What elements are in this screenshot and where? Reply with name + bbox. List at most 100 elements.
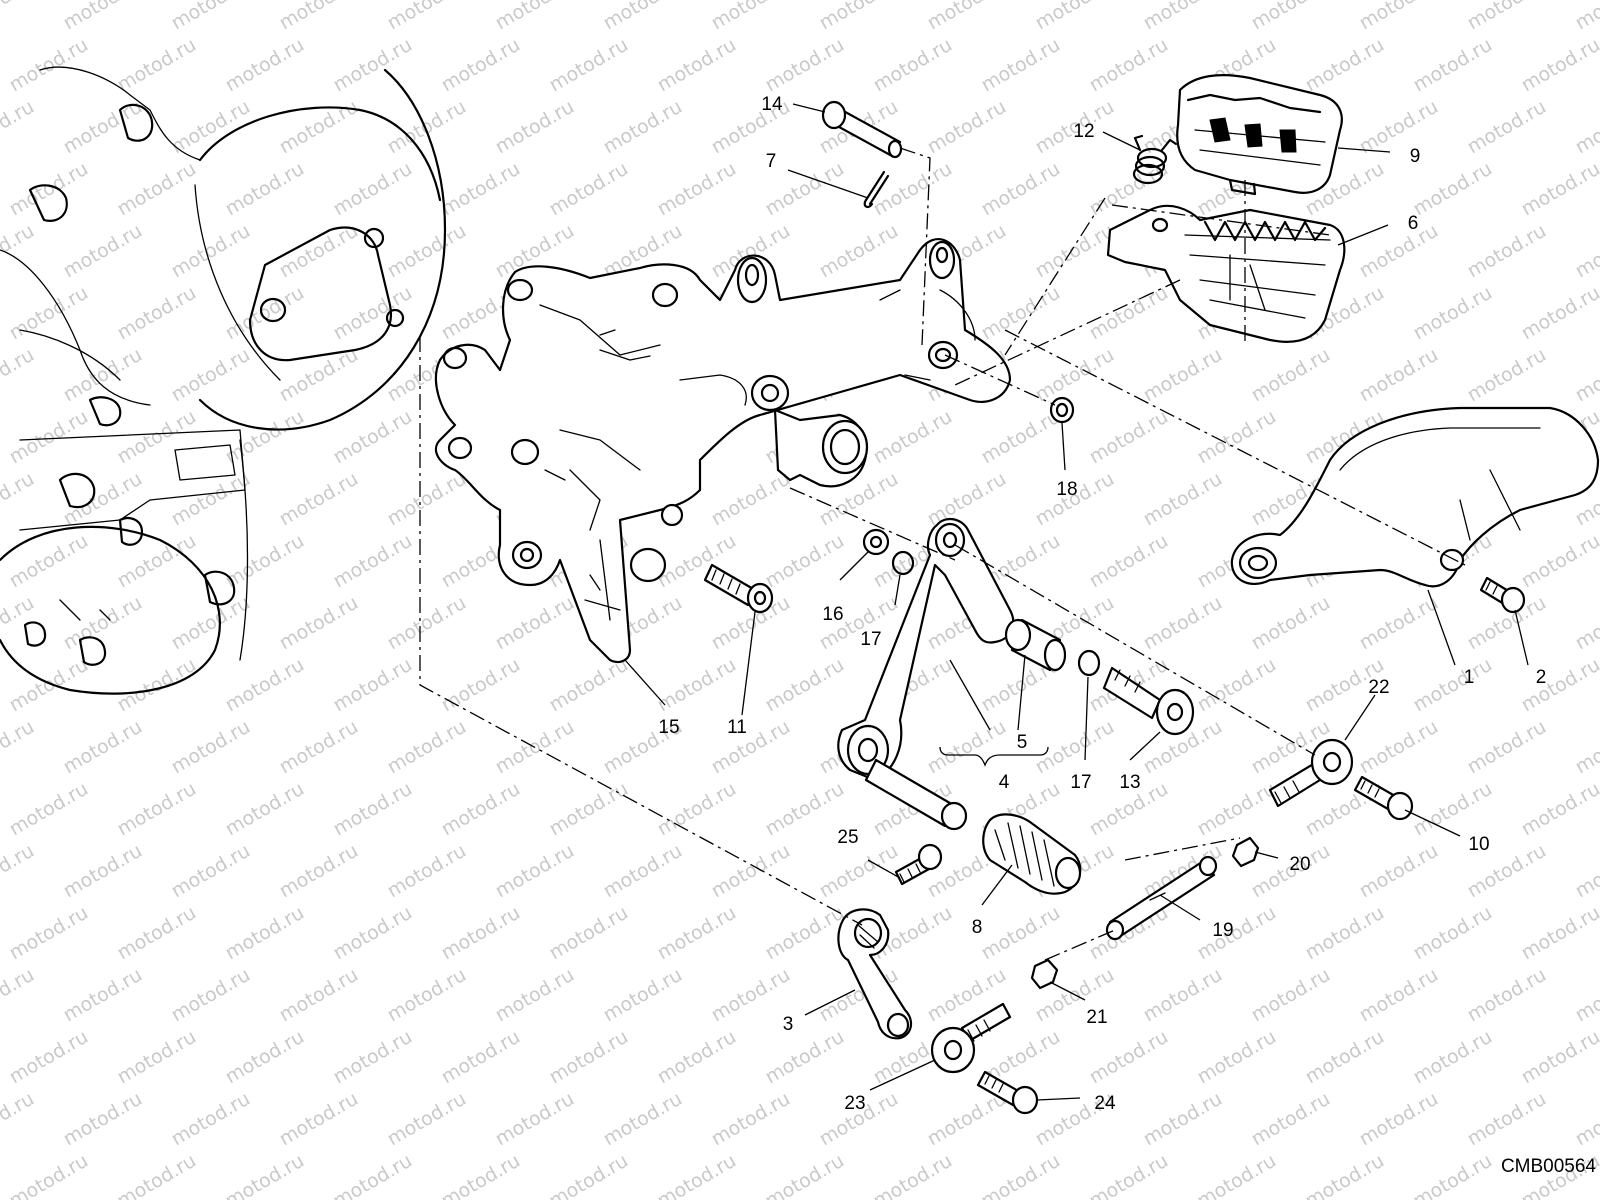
- callout-17-upper: 17: [860, 629, 881, 650]
- watermark-text: motod.ru: [1518, 282, 1600, 345]
- callout-labels: 1 2 3 4 5 6 7 8 9 10 11 12 13 14 15 16 1…: [658, 94, 1546, 1114]
- callout-24: 24: [1094, 1093, 1116, 1114]
- watermark-text: motod.ru: [1518, 1026, 1600, 1089]
- nut-20: [1231, 836, 1260, 868]
- watermark-text: motod.ru: [0, 468, 38, 531]
- watermark-text: motod.ru: [168, 964, 254, 1027]
- watermark-text: motod.ru: [60, 1088, 146, 1151]
- callout-18: 18: [1056, 479, 1077, 500]
- watermark-text: motod.ru: [0, 716, 38, 779]
- callout-13: 13: [1119, 772, 1140, 793]
- pivot-pin: [821, 100, 903, 159]
- watermark-text: motod.ru: [600, 964, 686, 1027]
- watermark-text: motod.ru: [438, 654, 524, 717]
- watermark-text: motod.ru: [1572, 840, 1600, 903]
- bush: [1004, 618, 1067, 672]
- watermark-text: motod.ru: [708, 716, 794, 779]
- bolt-11: [703, 563, 774, 614]
- watermark-text: motod.ru: [114, 1150, 200, 1200]
- watermark-text: motod.ru: [978, 34, 1064, 97]
- watermark-text: motod.ru: [1518, 778, 1600, 841]
- watermark-text: motod.ru: [1356, 344, 1442, 407]
- watermark-text: motod.ru: [276, 964, 362, 1027]
- watermark-text: motod.ru: [1140, 0, 1226, 34]
- watermark-text: motod.ru: [1302, 1150, 1388, 1200]
- watermark-text: motod.ru: [708, 840, 794, 903]
- callout-20: 20: [1289, 854, 1310, 875]
- watermark-text: motod.ru: [708, 0, 794, 34]
- watermark-text: motod.ru: [276, 0, 362, 34]
- watermark-text: motod.ru: [6, 530, 92, 593]
- watermark-text: motod.ru: [6, 902, 92, 965]
- watermark-text: motod.ru: [1464, 220, 1550, 283]
- watermark-text: motod.ru: [60, 840, 146, 903]
- watermark-text: motod.ru: [1356, 0, 1442, 34]
- watermark-text: motod.ru: [654, 902, 740, 965]
- watermark-text: motod.ru: [1248, 1088, 1334, 1151]
- pedal-rubber: [982, 813, 1082, 895]
- watermark-text: motod.ru: [708, 1088, 794, 1151]
- watermark-text: motod.ru: [438, 902, 524, 965]
- watermark-text: motod.ru: [276, 716, 362, 779]
- watermark-text: motod.ru: [1140, 468, 1226, 531]
- watermark-text: motod.ru: [438, 34, 524, 97]
- watermark-text: motod.ru: [924, 0, 1010, 34]
- watermark-text: motod.ru: [762, 654, 848, 717]
- watermark-text: motod.ru: [60, 0, 146, 34]
- watermark-text: motod.ru: [816, 840, 902, 903]
- watermark-text: motod.ru: [384, 592, 470, 655]
- callout-12: 12: [1073, 121, 1094, 142]
- watermark-text: motod.ru: [1410, 34, 1496, 97]
- watermark-text: motod.ru: [1518, 530, 1600, 593]
- heel-guard: [1230, 406, 1600, 588]
- watermark-text: motod.ru: [816, 220, 902, 283]
- footpeg-bracket: [434, 238, 1012, 664]
- watermark-text: motod.ru: [1410, 654, 1496, 717]
- watermark-text: motod.ru: [1518, 34, 1600, 97]
- callout-17-lower: 17: [1070, 772, 1091, 793]
- watermark-text: motod.ru: [222, 1150, 308, 1200]
- watermark-text: motod.ru: [546, 1150, 632, 1200]
- watermark-text: motod.ru: [330, 902, 416, 965]
- watermark-text: motod.ru: [0, 840, 38, 903]
- callout-8: 8: [972, 917, 983, 938]
- watermark-text: motod.ru: [1410, 158, 1496, 221]
- watermark-text: motod.ru: [276, 840, 362, 903]
- watermark-text: motod.ru: [384, 0, 470, 34]
- callout-14: 14: [761, 94, 783, 115]
- rod-end-23: [930, 1002, 1012, 1074]
- watermark-text: motod.ru: [708, 964, 794, 1027]
- watermark-text: motod.ru: [114, 1026, 200, 1089]
- watermark-text: motod.ru: [222, 1026, 308, 1089]
- watermark-text: motod.ru: [654, 654, 740, 717]
- watermark-text: motod.ru: [0, 964, 38, 1027]
- watermark-text: motod.ru: [6, 1150, 92, 1200]
- watermark-text: motod.ru: [384, 964, 470, 1027]
- watermark-text: motod.ru: [330, 1026, 416, 1089]
- watermark-text: motod.ru: [1248, 0, 1334, 34]
- watermark-text: motod.ru: [924, 716, 1010, 779]
- watermark-text: motod.ru: [384, 840, 470, 903]
- watermark-text: motod.ru: [870, 406, 956, 469]
- washers: [862, 396, 1101, 677]
- watermark-text: motod.ru: [330, 1150, 416, 1200]
- footpeg: [1106, 204, 1346, 343]
- watermark-text: motod.ru: [168, 344, 254, 407]
- watermark-text: motod.ru: [1086, 406, 1172, 469]
- callout-21: 21: [1086, 1007, 1107, 1028]
- watermark-text: motod.ru: [1464, 716, 1550, 779]
- watermark-text: motod.ru: [0, 1088, 38, 1151]
- watermark-text: motod.ru: [168, 220, 254, 283]
- callout-19: 19: [1212, 920, 1233, 941]
- watermark-text: motod.ru: [0, 96, 38, 159]
- watermark-text: motod.ru: [1194, 902, 1280, 965]
- watermark-text: motod.ru: [222, 654, 308, 717]
- watermark-text: motod.ru: [60, 964, 146, 1027]
- watermark-text: motod.ru: [276, 96, 362, 159]
- watermark-text: motod.ru: [600, 840, 686, 903]
- watermark-text: motod.ru: [1572, 220, 1600, 283]
- engine-case: [0, 66, 447, 695]
- watermark-text: motod.ru: [1572, 964, 1600, 1027]
- watermark-text: motod.ru: [0, 0, 38, 34]
